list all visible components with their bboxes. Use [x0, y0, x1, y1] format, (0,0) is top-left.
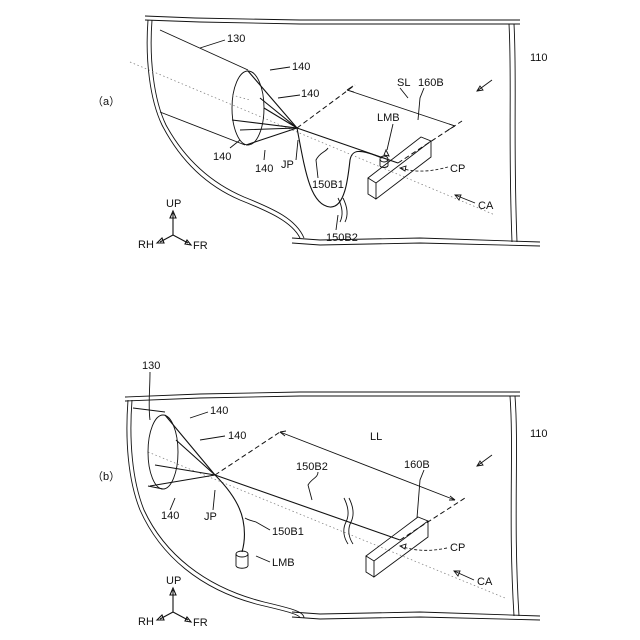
panel-b-lmb-marker [236, 551, 248, 568]
panel-b-axis-fr: FR [193, 617, 208, 629]
panel-b-ref-140-mid: 140 [228, 430, 246, 442]
panel-a-label: （a） [92, 95, 120, 108]
panel-b-ref-ll: LL [370, 431, 382, 443]
panel-b-ref-160b: 160B [404, 459, 430, 471]
panel-b-ref-lmb: LMB [272, 557, 295, 569]
panel-a-ref-160b: 160B [418, 77, 444, 89]
panel-a-ref-150b1: 150B1 [312, 179, 344, 191]
panel-a-ref-150b2: 150B2 [326, 232, 358, 244]
panel-b-ref-cp: CP [450, 542, 465, 554]
panel-a-ref-sl: SL [397, 77, 410, 89]
panel-b-ref-150b1: 150B1 [272, 526, 304, 538]
panel-b-ref-130: 130 [142, 360, 160, 372]
panel-a-ref-130: 130 [227, 33, 245, 45]
panel-b-ref-110: 110 [530, 428, 548, 440]
panel-b-ref-ca: CA [477, 576, 493, 588]
panel-a-cable-150b1 [297, 128, 398, 163]
panel-b-cable-150b2 [215, 475, 400, 540]
panel-b-ref-150b2: 150B2 [296, 461, 328, 473]
panel-a-axis-up: UP [166, 198, 181, 210]
panel-a-ref-140-left: 140 [213, 151, 231, 163]
panel-a-cone-140 [232, 71, 297, 145]
panel-a-ref-140-mid: 140 [301, 88, 319, 100]
panel-b: （b） 110 130 140 140 140 JP 150B2 150B1 L… [92, 360, 548, 629]
panel-b-cone-140 [150, 415, 215, 486]
panel-b-connector-160b [366, 517, 428, 577]
panel-a-ref-140-top: 140 [292, 61, 310, 73]
panel-b-label: （b） [92, 470, 120, 483]
panel-a-ref-ca: CA [478, 200, 494, 212]
panel-a-dimension-sl [297, 85, 462, 163]
panel-b-cable-150b1 [215, 475, 245, 552]
panel-a-axis-fr: FR [193, 240, 208, 252]
panel-b-axis-up: UP [166, 575, 181, 587]
panel-b-axis-rh: RH [138, 616, 154, 628]
panel-a-ref-140-bottom: 140 [255, 163, 273, 175]
panel-b-ref-jp: JP [204, 511, 217, 523]
panel-a-axis-rh: RH [138, 239, 154, 251]
panel-a: （a） 110 130 140 140 140 140 JP 150B1 150… [92, 16, 548, 252]
panel-a-cylinder [160, 30, 264, 145]
panel-a-ref-lmb: LMB [377, 112, 400, 124]
panel-b-ref-140-top: 140 [210, 405, 228, 417]
panel-b-orientation-triad [157, 588, 191, 622]
panel-b-ref-140-bottom: 140 [161, 510, 179, 522]
panel-b-center-axis [148, 452, 505, 598]
panel-a-ref-cp: CP [450, 163, 465, 175]
panel-b-dimension-ll [215, 431, 465, 540]
panel-b-cylinder [133, 408, 178, 489]
panel-a-ref-jp: JP [281, 159, 294, 171]
panel-a-orientation-triad [157, 211, 191, 245]
panel-a-ref-110: 110 [530, 52, 548, 64]
